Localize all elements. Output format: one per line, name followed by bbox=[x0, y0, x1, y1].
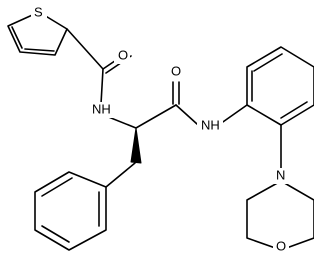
benzyl-ring-double-bond-2 bbox=[41, 225, 70, 243]
atom-labels: S O NH O NH N O bbox=[31, 4, 289, 255]
carbonyl-to-nh-bond-2 bbox=[175, 104, 198, 125]
benzyl-bond bbox=[105, 162, 136, 188]
sulfur-label: S bbox=[34, 4, 43, 19]
amide-nh-label-2: NH bbox=[201, 117, 220, 132]
carbonyl-to-nh-bond bbox=[100, 68, 104, 105]
aniline-ring-double-bond-1 bbox=[253, 53, 283, 72]
carbonyl-oxygen-label-1: O bbox=[118, 47, 128, 62]
bond-group bbox=[7, 11, 314, 251]
alpha-carbon-wedge bbox=[130, 127, 142, 164]
morpholine-nitrogen-label: N bbox=[276, 167, 285, 182]
morpholine-oxygen-label: O bbox=[276, 238, 286, 253]
nh-to-aryl-bond bbox=[219, 104, 248, 125]
thiophene-to-carbonyl-bond bbox=[66, 28, 104, 70]
amide-nh-label-1: NH bbox=[92, 101, 111, 116]
alpha-carbon-to-carbonyl-bond bbox=[135, 104, 177, 129]
benzyl-phenyl-ring bbox=[34, 171, 107, 251]
thiophene-double-bond-1 bbox=[11, 26, 23, 49]
thiophene-double-bond-2 bbox=[24, 48, 55, 52]
aniline-ring-double-bond-2 bbox=[280, 101, 308, 119]
carbonyl-oxygen-label-2: O bbox=[171, 63, 181, 78]
aniline-phenyl-ring bbox=[246, 46, 314, 126]
benzyl-ring-double-bond-1 bbox=[41, 177, 73, 197]
